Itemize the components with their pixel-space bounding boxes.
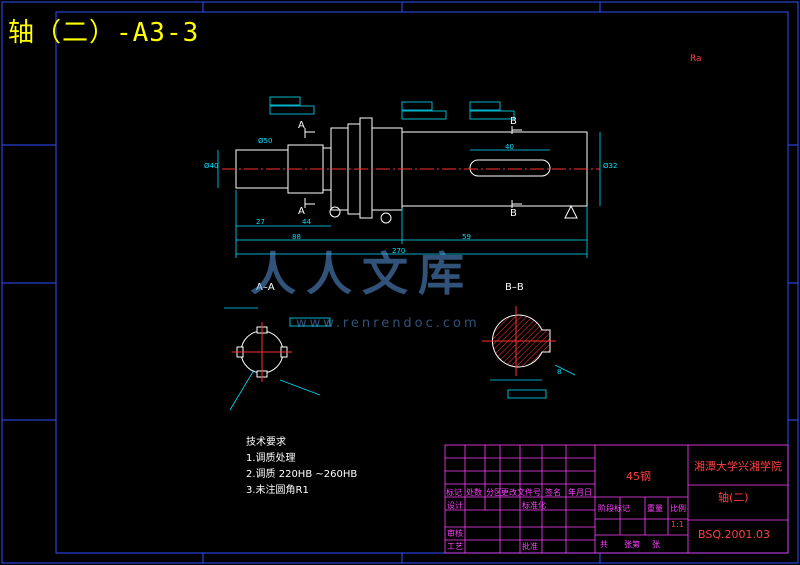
section-a-bottom-label: A bbox=[298, 206, 305, 217]
watermark-logo-text: 人人文库 bbox=[250, 247, 474, 301]
tb-label-mark: 标记 bbox=[446, 488, 462, 497]
tb-label-standard: 标准化 bbox=[522, 501, 546, 510]
datum-circle-a bbox=[329, 206, 341, 218]
section-bb-title: B–B bbox=[505, 282, 524, 293]
section-a-top-label: A bbox=[298, 120, 305, 131]
dim-overall-270: 270 bbox=[392, 247, 406, 255]
tech-req-item-3: 3.未注圆角R1 bbox=[246, 485, 309, 496]
scale-field: 1:1 bbox=[671, 520, 684, 529]
tb-label-approve: 批准 bbox=[522, 542, 538, 551]
tech-req-heading: 技术要求 bbox=[246, 437, 286, 448]
tb-label-date: 年月日 bbox=[568, 488, 592, 497]
dim-keyway-40: 40 bbox=[505, 143, 514, 151]
tb-label-review: 审核 bbox=[447, 529, 463, 538]
dim-left-diameter: Ø40 bbox=[204, 162, 219, 170]
tech-req-item-2: 2.调质 220HB ~260HB bbox=[246, 469, 358, 480]
dim-88: 88 bbox=[292, 233, 301, 241]
section-markers bbox=[304, 126, 522, 208]
dim-44: 44 bbox=[302, 218, 311, 226]
tb-label-sheet-of: 张第 bbox=[624, 540, 640, 549]
tb-label-count: 处数 bbox=[466, 488, 482, 497]
drawing-number-field: BSQ.2001.03 bbox=[698, 528, 770, 541]
dim-27: 27 bbox=[256, 218, 265, 226]
section-b-top-label: B bbox=[510, 116, 517, 127]
material-field: 45钢 bbox=[626, 470, 651, 483]
section-aa-view bbox=[224, 307, 331, 411]
shaft-dimensions bbox=[217, 96, 601, 258]
tb-label-weight: 重量 bbox=[647, 504, 663, 513]
section-aa-title: A–A bbox=[256, 282, 275, 293]
datum-triangle bbox=[564, 204, 578, 219]
section-b-bottom-label: B bbox=[510, 208, 517, 219]
roughness-note: Ra bbox=[690, 54, 702, 64]
tech-req-item-1: 1.调质处理 bbox=[246, 453, 296, 464]
dim-right-diameter: Ø32 bbox=[603, 162, 618, 170]
tb-label-process: 工艺 bbox=[447, 542, 463, 551]
tb-label-scale: 比例 bbox=[670, 504, 686, 513]
shaft-main-view bbox=[235, 117, 588, 219]
tb-label-change-doc: 更改文件号 bbox=[501, 488, 541, 497]
dim-59: 59 bbox=[462, 233, 471, 241]
tb-label-sheet: 张 bbox=[652, 540, 660, 549]
tb-label-total: 共 bbox=[600, 540, 608, 549]
tb-label-zone: 分区 bbox=[486, 488, 502, 497]
tb-label-design: 设计 bbox=[447, 501, 463, 510]
part-name-field: 轴(二) bbox=[718, 491, 749, 504]
section-bb-view bbox=[482, 306, 576, 399]
datum-circle-b bbox=[380, 212, 392, 224]
tb-label-signature: 签名 bbox=[545, 488, 561, 497]
page-title: 轴（二）-A3-3 bbox=[8, 18, 200, 48]
tb-label-stage: 阶段标记 bbox=[598, 504, 630, 513]
dim-key-width-8: 8 bbox=[557, 368, 562, 376]
title-block bbox=[444, 444, 789, 554]
school-field: 湘潭大学兴湘学院 bbox=[694, 460, 782, 473]
watermark-url: www.renrendoc.com bbox=[296, 316, 480, 331]
dim-mid-diameter: Ø50 bbox=[258, 137, 273, 145]
